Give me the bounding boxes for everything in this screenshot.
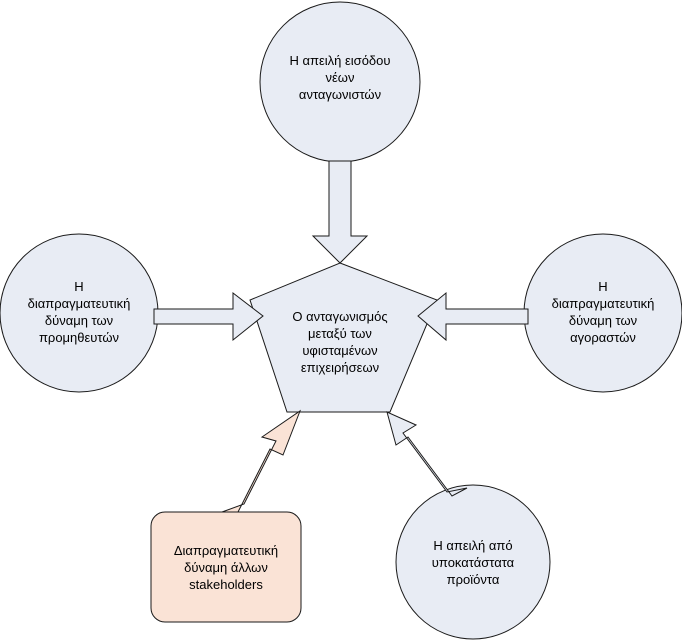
center-pentagon xyxy=(249,262,438,413)
arrow-substitutes xyxy=(386,411,468,497)
arrow-suppliers xyxy=(153,291,264,342)
substitutes-label: Η απειλή από υποκατάστατα προϊόντα xyxy=(431,537,515,587)
center-label: Ο ανταγωνισμός μεταξύ των υφισταμένων επ… xyxy=(292,309,388,375)
stakeholders-label: Διαπραγματευτική δύναμη άλλων stakeholde… xyxy=(173,542,279,592)
buyers-label: Η διαπραγματευτική δύναμη των αγοραστών xyxy=(551,279,655,345)
suppliers-label: Η διαπραγματευτική δύναμη των προμηθευτώ… xyxy=(27,279,131,345)
new-entrants-label: Η απειλή εισόδου νέων ανταγωνιστών xyxy=(289,52,391,102)
arrow-new-entrants xyxy=(311,160,369,264)
arrow-buyers xyxy=(417,291,529,342)
substitutes-circle xyxy=(395,484,551,640)
arrow-stakeholders xyxy=(221,409,302,513)
